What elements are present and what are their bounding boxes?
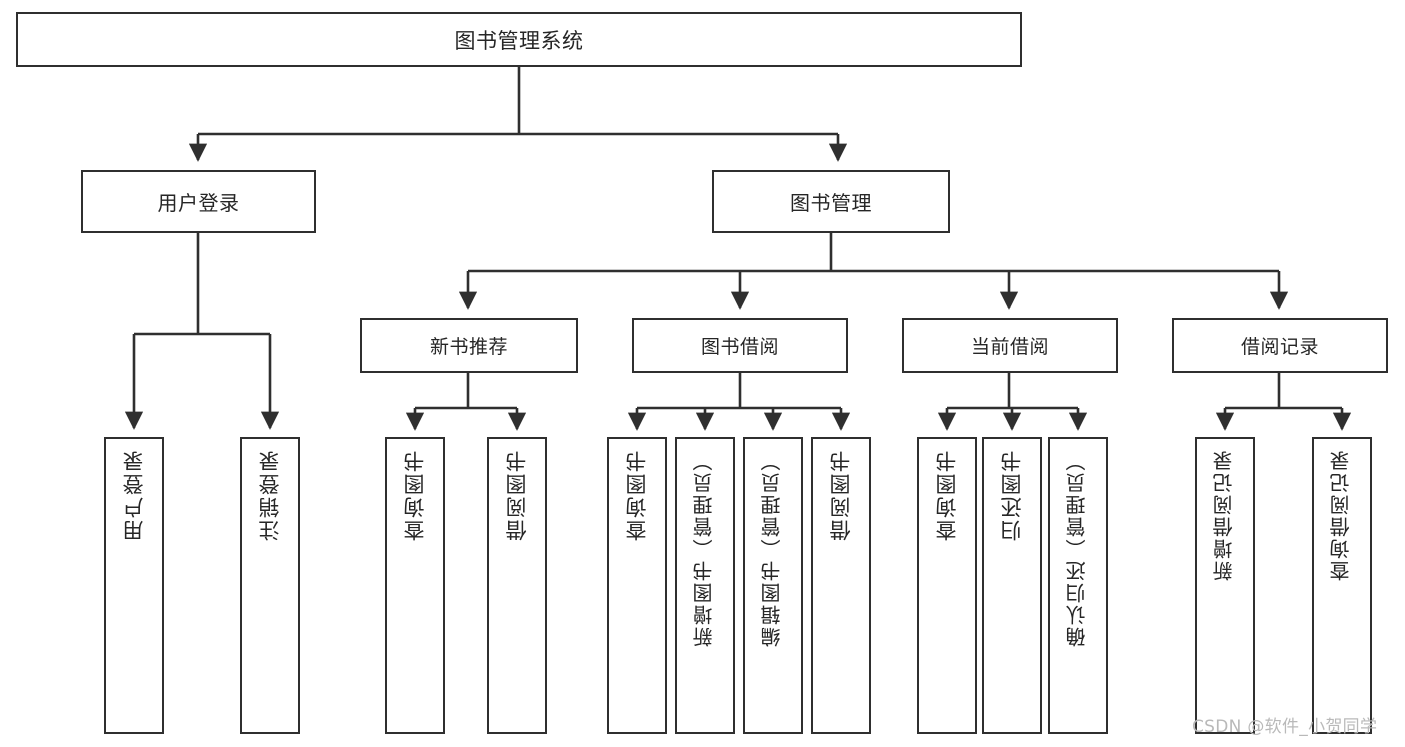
leaf-confirm-return-admin[interactable]: 确认归还（管理员） — [1048, 437, 1108, 734]
node-label: 借阅记录 — [1240, 336, 1319, 358]
node-label: 图书管理 — [790, 191, 872, 215]
node-book-borrow[interactable]: 图书借阅 — [632, 318, 848, 373]
node-label: 图书管理系统 — [454, 28, 584, 53]
leaf-label: 查询图书 — [402, 449, 427, 541]
node-current-borrow[interactable]: 当前借阅 — [902, 318, 1118, 373]
leaf-label: 用户登录 — [121, 449, 146, 541]
leaf-query-borrow-record[interactable]: 查询借阅记录 — [1312, 437, 1372, 734]
leaf-logout[interactable]: 注销登录 — [240, 437, 300, 734]
leaf-label: 确认归还（管理员） — [1065, 449, 1090, 647]
node-user-login[interactable]: 用户登录 — [81, 170, 316, 233]
leaf-edit-book-admin[interactable]: 编辑图书（管理员） — [743, 437, 803, 734]
node-label: 用户登录 — [157, 191, 240, 215]
node-root-system[interactable]: 图书管理系统 — [16, 12, 1022, 67]
leaf-label: 借阅图书 — [828, 449, 853, 541]
leaf-label: 归还图书 — [999, 449, 1024, 541]
leaf-query-book-borrow[interactable]: 查询图书 — [607, 437, 667, 734]
leaf-label: 新增图书（管理员） — [692, 449, 717, 647]
node-new-book-recommend[interactable]: 新书推荐 — [360, 318, 578, 373]
node-borrow-record[interactable]: 借阅记录 — [1172, 318, 1388, 373]
node-label: 图书借阅 — [700, 336, 779, 358]
leaf-label: 查询图书 — [624, 449, 649, 541]
leaf-add-book-admin[interactable]: 新增图书（管理员） — [675, 437, 735, 734]
leaf-return-book[interactable]: 归还图书 — [982, 437, 1042, 734]
leaf-label: 查询借阅记录 — [1329, 449, 1354, 581]
leaf-borrow-book[interactable]: 借阅图书 — [811, 437, 871, 734]
leaf-label: 注销登录 — [257, 449, 282, 541]
leaf-add-borrow-record[interactable]: 新增借阅记录 — [1195, 437, 1255, 734]
leaf-user-login[interactable]: 用户登录 — [104, 437, 164, 734]
watermark-text: CSDN @软件_小贺同学 — [1192, 717, 1378, 737]
leaf-label: 查询图书 — [934, 449, 959, 541]
leaf-label: 新增借阅记录 — [1212, 449, 1237, 581]
leaf-label: 借阅图书 — [504, 449, 529, 541]
leaf-query-book-current[interactable]: 查询图书 — [917, 437, 977, 734]
leaf-label: 编辑图书（管理员） — [760, 449, 785, 647]
node-book-management[interactable]: 图书管理 — [712, 170, 950, 233]
leaf-borrow-book-recommend[interactable]: 借阅图书 — [487, 437, 547, 734]
node-label: 新书推荐 — [429, 336, 508, 358]
node-label: 当前借阅 — [970, 336, 1049, 358]
leaf-query-book-recommend[interactable]: 查询图书 — [385, 437, 445, 734]
